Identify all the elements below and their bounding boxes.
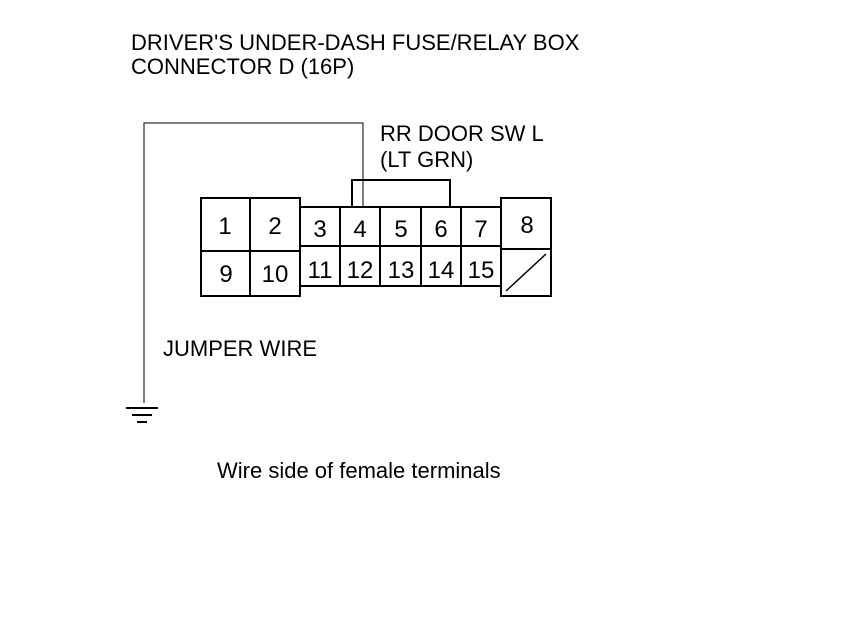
terminal-4: 4 bbox=[353, 216, 366, 243]
terminal-12: 12 bbox=[347, 257, 374, 284]
terminal-11: 11 bbox=[308, 257, 333, 284]
title-line-2: CONNECTOR D (16P) bbox=[131, 54, 355, 79]
wire-label: RR DOOR SW L (LT GRN) bbox=[380, 121, 544, 173]
wire-label-line-1: RR DOOR SW L bbox=[380, 121, 544, 146]
terminal-6: 6 bbox=[434, 216, 447, 243]
view-caption: Wire side of female terminals bbox=[217, 458, 501, 483]
ground-symbol-icon bbox=[126, 407, 158, 423]
connector-right-block bbox=[500, 197, 552, 297]
empty-cavity-icon bbox=[505, 253, 547, 292]
jumper-wire bbox=[143, 122, 364, 403]
jumper-wire-label: JUMPER WIRE bbox=[163, 336, 317, 361]
terminal-5: 5 bbox=[394, 216, 407, 243]
terminal-2: 2 bbox=[268, 213, 281, 240]
terminal-14: 14 bbox=[428, 257, 455, 284]
wire-label-line-2: (LT GRN) bbox=[380, 147, 474, 172]
terminal-8: 8 bbox=[520, 212, 533, 239]
title-line-1: DRIVER'S UNDER-DASH FUSE/RELAY BOX bbox=[131, 30, 580, 55]
terminal-13: 13 bbox=[388, 257, 415, 284]
terminal-10: 10 bbox=[262, 261, 289, 288]
connector-body bbox=[200, 179, 552, 297]
diagram-title: DRIVER'S UNDER-DASH FUSE/RELAY BOX CONNE… bbox=[131, 31, 579, 79]
connector-lock-tab bbox=[351, 179, 451, 207]
terminal-1: 1 bbox=[218, 213, 231, 240]
terminal-15: 15 bbox=[468, 257, 495, 284]
terminal-3: 3 bbox=[313, 216, 326, 243]
terminal-7: 7 bbox=[474, 216, 487, 243]
terminal-9: 9 bbox=[219, 261, 232, 288]
